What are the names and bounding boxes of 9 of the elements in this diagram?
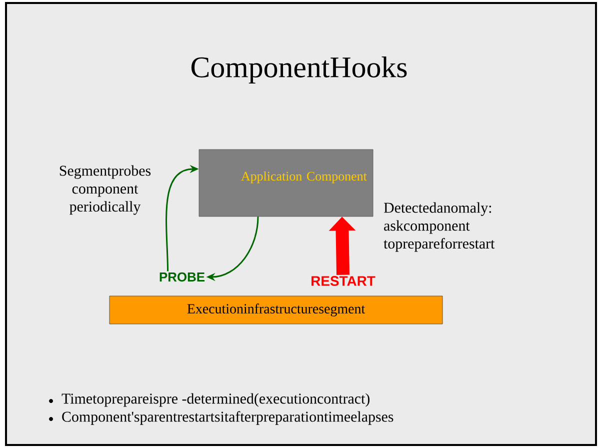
note-text: Detectedanomaly: askcomponent toprepareforrestart	[384, 202, 495, 252]
segment-box: Executioninfrastructuresegment	[109, 296, 443, 324]
bullet-text: Component'sparentrestartsitafterpreparationtimeelapses	[62, 411, 394, 425]
title: ComponentHooks	[191, 56, 407, 84]
bullet-text: Timetoprepareispre -determined(executioncontract)	[62, 393, 370, 407]
restart-label: RESTART	[312, 276, 376, 286]
note-text: Segmentprobes component periodically	[60, 165, 151, 215]
component-box: Application Component	[198, 149, 374, 217]
probe-label: PROBE	[160, 272, 205, 282]
